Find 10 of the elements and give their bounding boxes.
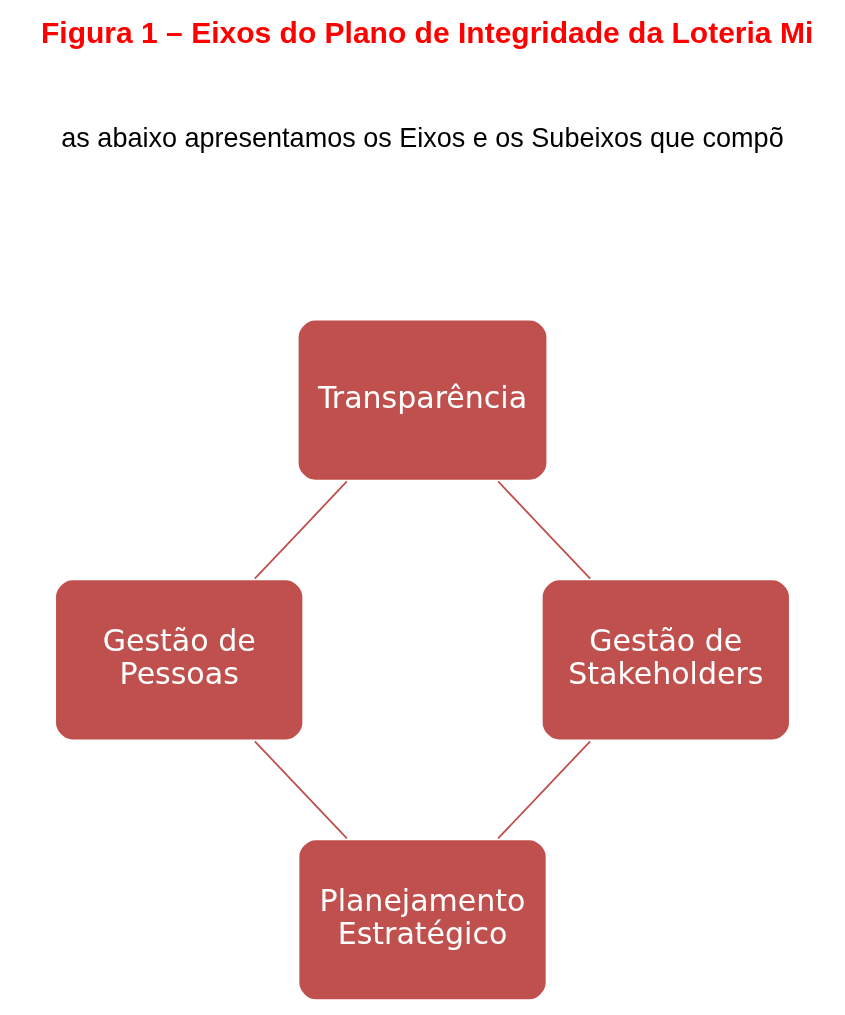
label: as abaixo apresentamos os Eixos e os Subeixos que compõ <box>61 122 784 153</box>
connector <box>253 480 348 580</box>
node-box: Planejamento Estratégico <box>296 837 549 1003</box>
node-box: Transparência <box>295 317 550 483</box>
node-box: Gestão de Pessoas <box>53 577 306 743</box>
node-box: Gestão de Stakeholders <box>539 577 792 743</box>
connector <box>497 740 592 840</box>
diagram-title: Figura 1 – Eixos do Plano de Integridade da Loteria Mi <box>41 15 814 49</box>
connector <box>497 480 592 580</box>
connector <box>253 740 348 840</box>
